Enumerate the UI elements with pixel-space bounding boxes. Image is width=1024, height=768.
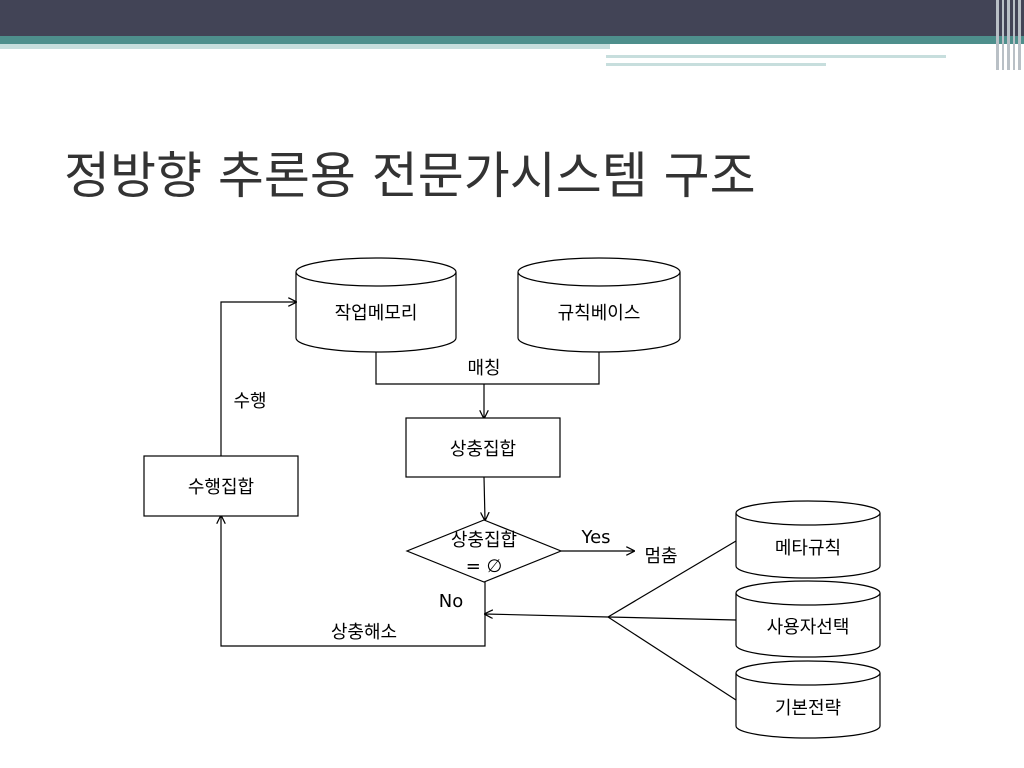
default-strategy-label: 기본전략	[775, 698, 841, 719]
no-label: No	[439, 591, 463, 612]
working-memory-label: 작업메모리	[335, 303, 418, 324]
stop-label: 멈춤	[644, 546, 677, 567]
matching-label: 매칭	[467, 358, 500, 379]
matching-connector	[375, 352, 600, 385]
execute-path	[220, 302, 296, 456]
conflict-to-decision-arrow	[484, 476, 485, 520]
user-selection-label: 사용자선택	[767, 617, 850, 638]
meta-rules-cylinder: 메타규칙	[735, 500, 881, 579]
user-selection-connector	[607, 616, 737, 621]
default-strategy-cylinder: 기본전략	[735, 660, 881, 739]
rule-base-label: 규칙베이스	[558, 303, 641, 324]
conflict-resolution-label: 상충해소	[331, 622, 397, 643]
header-band	[0, 0, 1024, 36]
corner-stripes	[994, 0, 1024, 70]
decision-label-line1: 상충집합	[451, 530, 517, 551]
conflict-set-label: 상충집합	[450, 439, 516, 460]
header-pale-band	[0, 44, 610, 49]
yes-label: Yes	[580, 527, 610, 548]
header-accent-line	[606, 63, 826, 66]
empty-set-decision-diamond	[405, 519, 563, 583]
strategy-arrow	[485, 614, 609, 617]
execute-label: 수행	[233, 391, 266, 412]
execution-set-label: 수행집합	[188, 477, 254, 498]
execution-set-box	[143, 455, 299, 517]
meta-rules-connector	[607, 540, 737, 618]
header-accent-line	[606, 55, 946, 58]
user-selection-cylinder: 사용자선택	[735, 580, 881, 658]
decision-label-line2: = ∅	[466, 556, 502, 577]
rule-base-cylinder: 규칙베이스	[517, 257, 681, 353]
meta-rules-label: 메타규칙	[775, 538, 841, 559]
conflict-set-box	[405, 417, 561, 478]
slide-title: 정방향 추론용 전문가시스템 구조	[64, 147, 756, 205]
header-accent-band	[0, 36, 1024, 44]
working-memory-cylinder: 작업메모리	[295, 257, 457, 353]
default-strategy-connector	[607, 616, 737, 701]
